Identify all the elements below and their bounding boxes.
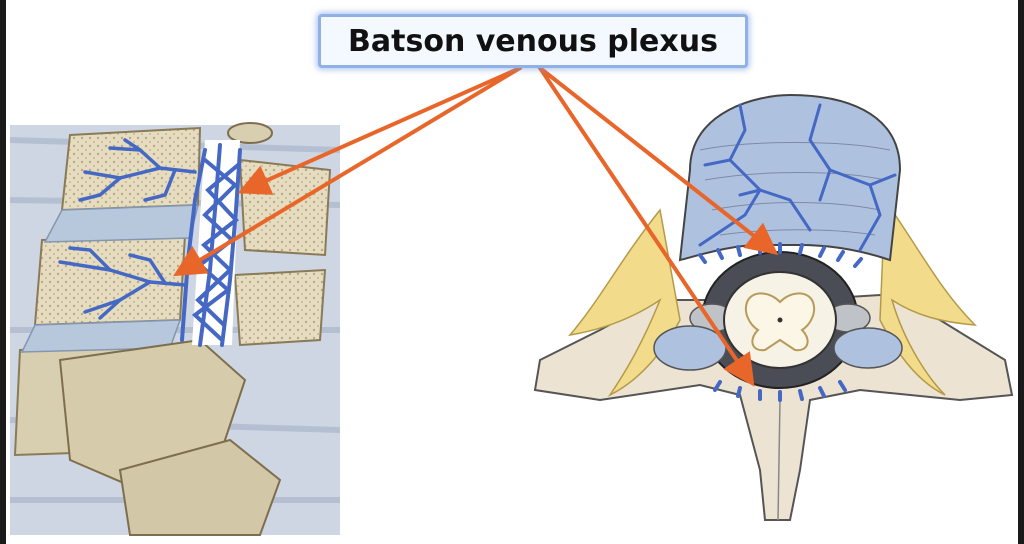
basivertebral-veins <box>58 138 197 320</box>
title-box: Batson venous plexus <box>318 14 748 68</box>
facet-joint-bottom <box>118 438 282 536</box>
diagram-title: Batson venous plexus <box>348 23 718 59</box>
arrow-to-axial-posterior <box>538 66 755 387</box>
intervertebral-disc-upper <box>43 204 199 243</box>
pointer-arrows <box>173 66 779 387</box>
arrow-to-axial-anterior <box>538 66 779 255</box>
pedicle-top <box>227 122 273 144</box>
lateral-spine-section <box>9 122 341 536</box>
posterior-element-middle <box>233 268 327 347</box>
ligament-yellow-right <box>879 197 977 396</box>
axial-vertebra-section <box>533 93 1014 521</box>
epidural-plexus-dots <box>698 242 863 402</box>
arrow-to-lateral-body <box>173 66 522 277</box>
arrow-to-lateral-canal <box>237 66 522 195</box>
central-canal <box>777 317 783 323</box>
vertebral-body-veins <box>698 103 897 252</box>
ligament-yellow-left <box>568 208 681 397</box>
lateral-recess-right <box>833 327 903 369</box>
lateral-recess-left <box>653 325 727 371</box>
